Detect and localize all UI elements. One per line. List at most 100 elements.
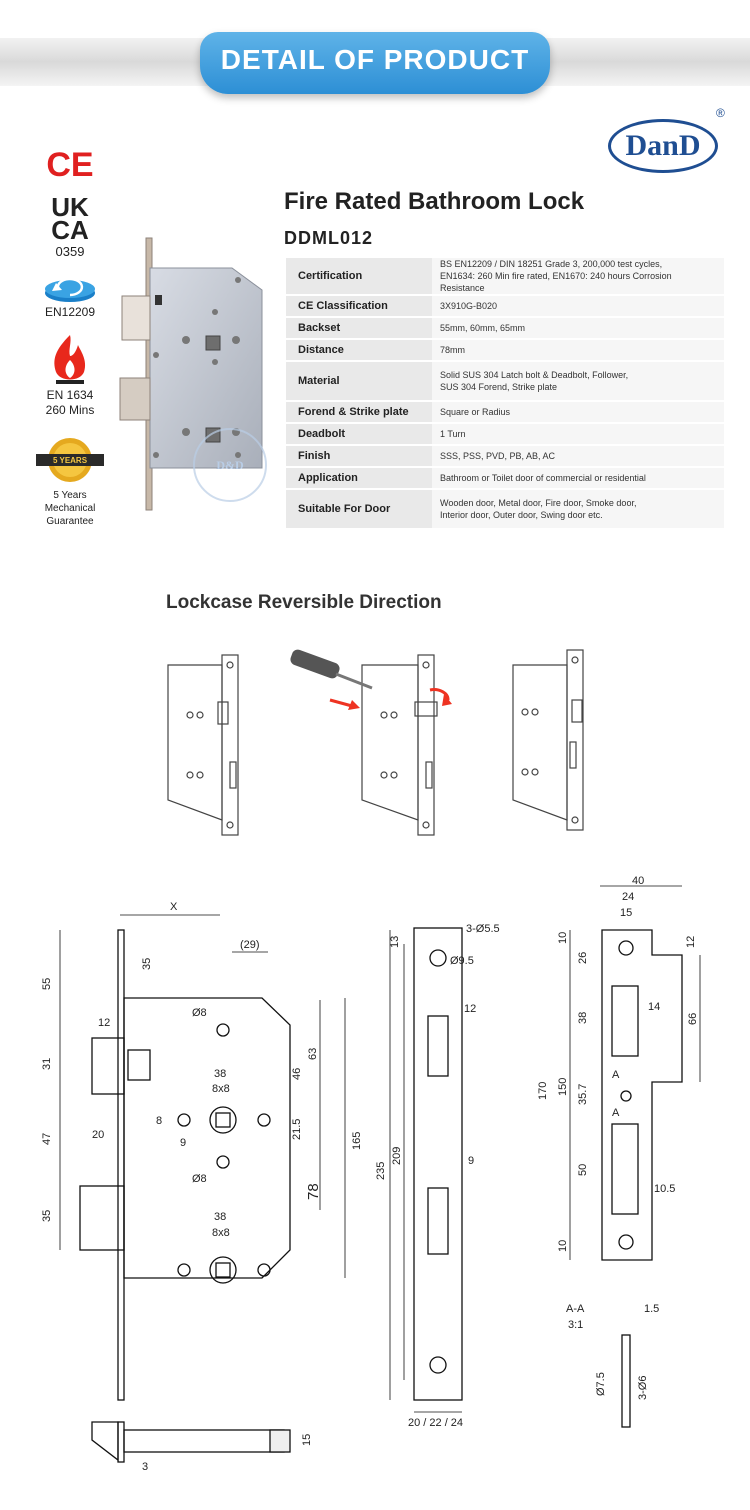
dim-8x8a: 8x8 (212, 1083, 230, 1095)
dim-scale: 3:1 (568, 1319, 583, 1331)
screwdriver-icon (290, 649, 373, 690)
dim-35a: 35 (141, 958, 153, 970)
dim-40: 40 (632, 875, 644, 887)
ukca-mark-top: UK (51, 192, 89, 222)
dim-x: X (170, 901, 178, 913)
spec-value-line2: EN1634: 260 Min fire rated, EN1670: 240 … (440, 271, 672, 293)
dim-20: 20 (92, 1129, 104, 1141)
spec-key: Backset (286, 317, 432, 340)
warranty-line2: Mechanical (44, 503, 96, 514)
spec-value: 3X910G-B020 (440, 301, 498, 311)
dim-63: 63 (307, 1048, 319, 1060)
spec-row: Distance 78mm (286, 339, 724, 362)
spec-key: Suitable For Door (286, 489, 432, 530)
banner-tab (200, 32, 550, 94)
ukca-mark-bottom: CA (51, 215, 89, 245)
dim-10b: 10 (557, 1240, 569, 1252)
dim-o8a: Ø8 (192, 1007, 207, 1019)
dim-12: 12 (98, 1017, 110, 1029)
rotate-arrow-icon (429, 688, 450, 701)
svg-text:D&D: D&D (216, 458, 244, 472)
dim-66: 66 (687, 1013, 699, 1025)
dim-47: 47 (41, 1133, 53, 1145)
lock-case-body (149, 267, 263, 469)
dim-26: 26 (577, 952, 589, 964)
dim-10a: 10 (557, 932, 569, 944)
fire-rating-line2: 260 Mins (45, 403, 95, 417)
latch-bolt (121, 295, 151, 341)
spec-key: Forend & Strike plate (286, 401, 432, 424)
spec-value: Solid SUS 304 Latch bolt & Deadbolt, Fol… (440, 370, 629, 380)
dim-a2: A (612, 1107, 620, 1119)
spec-row: CE Classification 3X910G-B020 (286, 295, 724, 318)
dim-9: 9 (180, 1137, 186, 1149)
spec-key: Application (286, 467, 432, 490)
warranty-line1: 5 Years (53, 490, 87, 501)
dim-o8b: Ø8 (192, 1173, 207, 1185)
dim-1-5: 1.5 (644, 1303, 659, 1315)
lockcase-illustration-1 (167, 654, 239, 836)
dim-24: 24 (622, 891, 634, 903)
banner-title: DETAIL OF PRODUCT (220, 44, 530, 75)
fire-icon (54, 335, 86, 384)
en12209-icon (45, 277, 95, 302)
dim-3o6: 3-Ø6 (637, 1376, 649, 1400)
strike-plate (601, 929, 683, 1261)
dim-o95: Ø9.5 (450, 955, 474, 967)
arrow-icon (329, 698, 353, 708)
spec-key: Material (286, 361, 432, 402)
dim-15s: 15 (620, 907, 632, 919)
dim-21-5: 21.5 (291, 1119, 303, 1140)
lockcase-outline (123, 997, 291, 1279)
ce-mark: CE (46, 146, 94, 184)
dim-209: 209 (391, 1147, 403, 1165)
dim-50: 50 (577, 1164, 589, 1176)
dim-38a: 38 (214, 1068, 226, 1080)
reversible-section-title: Lockcase Reversible Direction (166, 592, 442, 613)
dim-a1: A (612, 1069, 620, 1081)
spec-key: Distance (286, 339, 432, 362)
dim-29: (29) (240, 939, 260, 951)
spec-row: Material Solid SUS 304 Latch bolt & Deadb… (286, 361, 724, 402)
spec-value: 1 Turn (440, 429, 466, 439)
dim-170: 170 (537, 1082, 549, 1100)
dim-3o55: 3-Ø5.5 (466, 923, 500, 935)
spec-key: CE Classification (286, 295, 432, 318)
spec-value: 78mm (440, 345, 466, 355)
en12209-label: EN12209 (44, 305, 96, 319)
spec-row: Application Bathroom or Toilet door of co… (286, 467, 724, 490)
dim-15: 15 (301, 1434, 313, 1446)
spec-value: Bathroom or Toilet door of commercial or… (440, 473, 646, 483)
dim-35b: 35 (41, 1210, 53, 1222)
dim-38b: 38 (214, 1211, 226, 1223)
dim-9f: 9 (468, 1155, 474, 1167)
dim-8x8b: 8x8 (212, 1227, 230, 1239)
dim-150: 150 (557, 1078, 569, 1096)
watermark-seal (193, 428, 267, 502)
dim-13: 13 (389, 936, 401, 948)
dim-165: 165 (351, 1132, 363, 1150)
dim-55: 55 (41, 978, 53, 990)
dim-o7-5: Ø7.5 (595, 1372, 607, 1396)
product-title: Fire Rated Bathroom Lock (284, 188, 585, 215)
deadbolt-outline (79, 1185, 125, 1251)
dim-20-22-24: 20 / 22 / 24 (408, 1417, 463, 1429)
product-code: DDML012 (284, 228, 374, 248)
dim-14: 14 (648, 1001, 660, 1013)
spec-key: Certification (286, 258, 432, 296)
dim-8: 8 (156, 1115, 162, 1127)
forend-front (413, 927, 463, 1401)
dim-35-7: 35.7 (577, 1084, 589, 1105)
spec-value: Wooden door, Metal door, Fire door, Smok… (440, 498, 637, 508)
spec-value-line2: Interior door, Outer door, Swing door et… (440, 510, 603, 520)
spec-value: SSS, PSS, PVD, PB, AB, AC (440, 451, 556, 461)
lockcase-illustration-3 (512, 649, 584, 831)
